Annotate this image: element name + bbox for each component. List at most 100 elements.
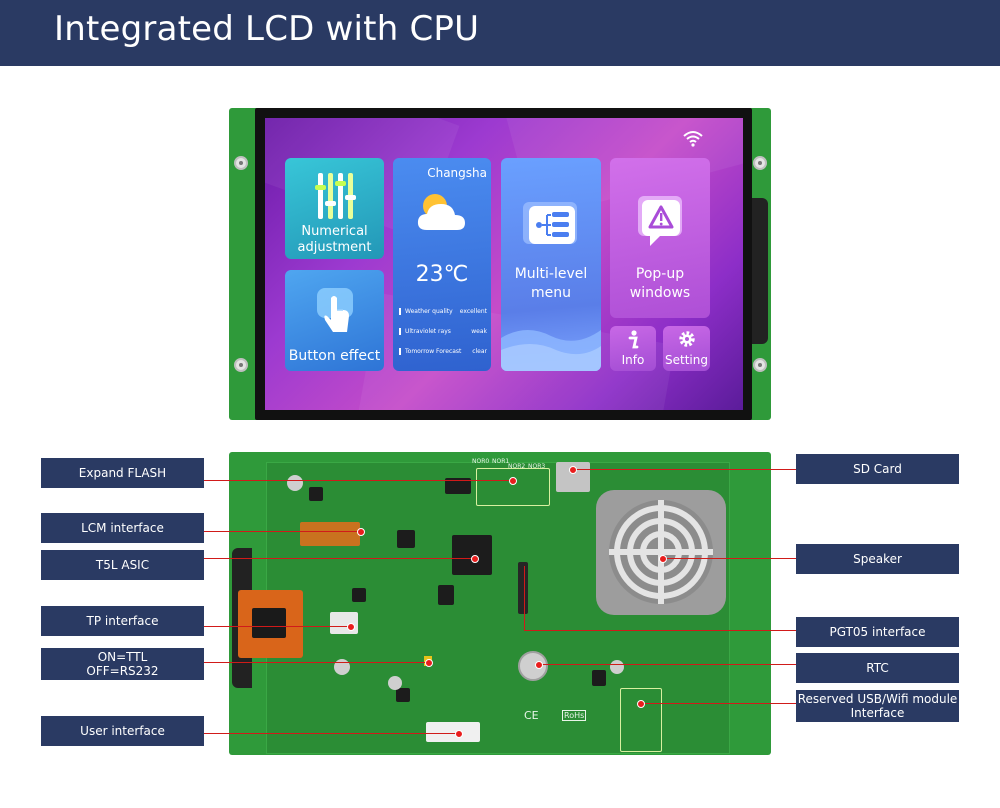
wifi-module-pads: [620, 688, 662, 752]
weather-temperature: 23℃: [415, 262, 469, 287]
tile-numerical-adjustment[interactable]: Numerical adjustment: [285, 158, 384, 259]
wifi-icon: [683, 131, 703, 147]
weather-city: Changsha: [427, 166, 487, 180]
capacitor: [388, 676, 402, 690]
tile-info[interactable]: Info: [610, 326, 656, 371]
callout-dot: [535, 661, 543, 669]
callout-user-interface: User interface: [41, 716, 204, 746]
callout-speaker: Speaker: [796, 544, 959, 574]
leader-line: [204, 558, 474, 559]
callout-dot: [357, 528, 365, 536]
callout-label: PGT05 interface: [829, 625, 926, 639]
callout-ttl-rs232-switch: ON=TTL OFF=RS232: [41, 648, 204, 680]
ic-chip: [396, 688, 410, 702]
speaker-icon: [609, 500, 713, 604]
callout-label: Speaker: [853, 552, 902, 566]
callout-label: LCM interface: [81, 521, 164, 535]
mount-hole: [753, 156, 767, 170]
callout-label: RTC: [866, 661, 889, 675]
callout-sd-card: SD Card: [796, 454, 959, 484]
weather-row-label: Tomorrow Forecast: [405, 348, 462, 355]
leader-line: [524, 630, 796, 631]
callout-expand-flash: Expand FLASH: [41, 458, 204, 488]
callout-pgt05-interface: PGT05 interface: [796, 617, 959, 647]
tile-label: Pop-up: [635, 266, 685, 282]
callout-rtc: RTC: [796, 653, 959, 683]
callout-lcm-interface: LCM interface: [41, 513, 204, 543]
tile-label: Setting: [665, 353, 708, 367]
callout-label: TP interface: [86, 614, 159, 628]
weather-row-value: weak: [471, 328, 487, 335]
callout-dot: [659, 555, 667, 563]
callout-dot: [569, 466, 577, 474]
tile-label: windows: [629, 285, 691, 301]
callout-dot: [509, 477, 517, 485]
callout-label: OFF=RS232: [86, 664, 159, 678]
callout-dot: [455, 730, 463, 738]
ic-chip: [592, 670, 606, 686]
user-interface-connector: [426, 722, 480, 742]
leader-line: [204, 626, 350, 627]
callout-t5l-asic: T5L ASIC: [41, 550, 204, 580]
leader-line: [204, 662, 428, 663]
lcm-connector: [300, 522, 360, 546]
ic-chip: [309, 487, 323, 501]
tile-label: Multi-level: [514, 266, 588, 282]
tile-label: Button effect: [288, 348, 381, 364]
callout-dot: [471, 555, 479, 563]
leader-line: [662, 558, 796, 559]
tile-label: Numerical: [301, 224, 368, 239]
tile-popup-windows[interactable]: Pop-up windows: [610, 158, 710, 318]
callout-label: ON=TTL: [97, 650, 148, 664]
tile-label: Info: [621, 353, 645, 367]
tile-multilevel-menu[interactable]: Multi-level menu: [501, 158, 601, 371]
weather-row-label: Ultraviolet rays: [405, 328, 451, 335]
capacitor: [287, 475, 303, 491]
tile-label: menu: [531, 285, 571, 301]
leader-line: [640, 703, 796, 704]
ic-chip: [438, 585, 454, 605]
callout-tp-interface: TP interface: [41, 606, 204, 636]
page-title: Integrated LCD with CPU: [54, 9, 480, 49]
tile-weather[interactable]: Changsha 23℃ Weather quality excellent U…: [393, 158, 491, 371]
silk-nor3: NOR3: [528, 463, 546, 470]
warning-popup-icon: [638, 196, 682, 246]
callout-label: SD Card: [853, 462, 902, 476]
capacitor: [334, 659, 350, 675]
silk-ce-mark: CE: [524, 709, 539, 722]
ic-chip: [352, 588, 366, 602]
side-connector: [748, 198, 768, 344]
weather-row: Weather quality excellent: [399, 308, 487, 315]
callout-label: Expand FLASH: [78, 466, 167, 480]
tile-button-effect[interactable]: Button effect: [285, 270, 384, 371]
mount-hole: [753, 358, 767, 372]
weather-row: Tomorrow Forecast clear: [399, 348, 487, 355]
leader-line: [204, 531, 360, 532]
wave-decoration: [501, 329, 601, 371]
callout-label: Reserved USB/Wifi module: [797, 692, 958, 706]
weather-row-value: clear: [472, 348, 487, 355]
pgt05-header: [518, 562, 528, 614]
weather-row: Ultraviolet rays weak: [399, 328, 487, 335]
leader-line: [204, 480, 512, 481]
sliders-icon: [315, 173, 356, 219]
flash-chip: [445, 478, 471, 494]
mount-hole: [234, 358, 248, 372]
partly-cloudy-icon: [417, 194, 465, 230]
leader-line: [524, 566, 525, 630]
nor-flash-pads: [476, 468, 550, 506]
leader-line: [204, 733, 458, 734]
callout-dot: [637, 700, 645, 708]
callout-dot: [347, 623, 355, 631]
weather-row-label: Weather quality: [405, 308, 453, 315]
tp-connector: [330, 612, 358, 634]
tile-setting[interactable]: Setting: [663, 326, 710, 371]
gear-icon: [679, 331, 695, 347]
capacitor: [610, 660, 624, 674]
tp-fpc-cable: [238, 590, 303, 658]
speaker-grille: [596, 490, 726, 615]
silk-nor0: NOR0: [472, 458, 490, 465]
rtc-battery: [518, 651, 548, 681]
callout-label: User interface: [80, 724, 165, 738]
silk-nor2: NOR2: [508, 463, 526, 470]
